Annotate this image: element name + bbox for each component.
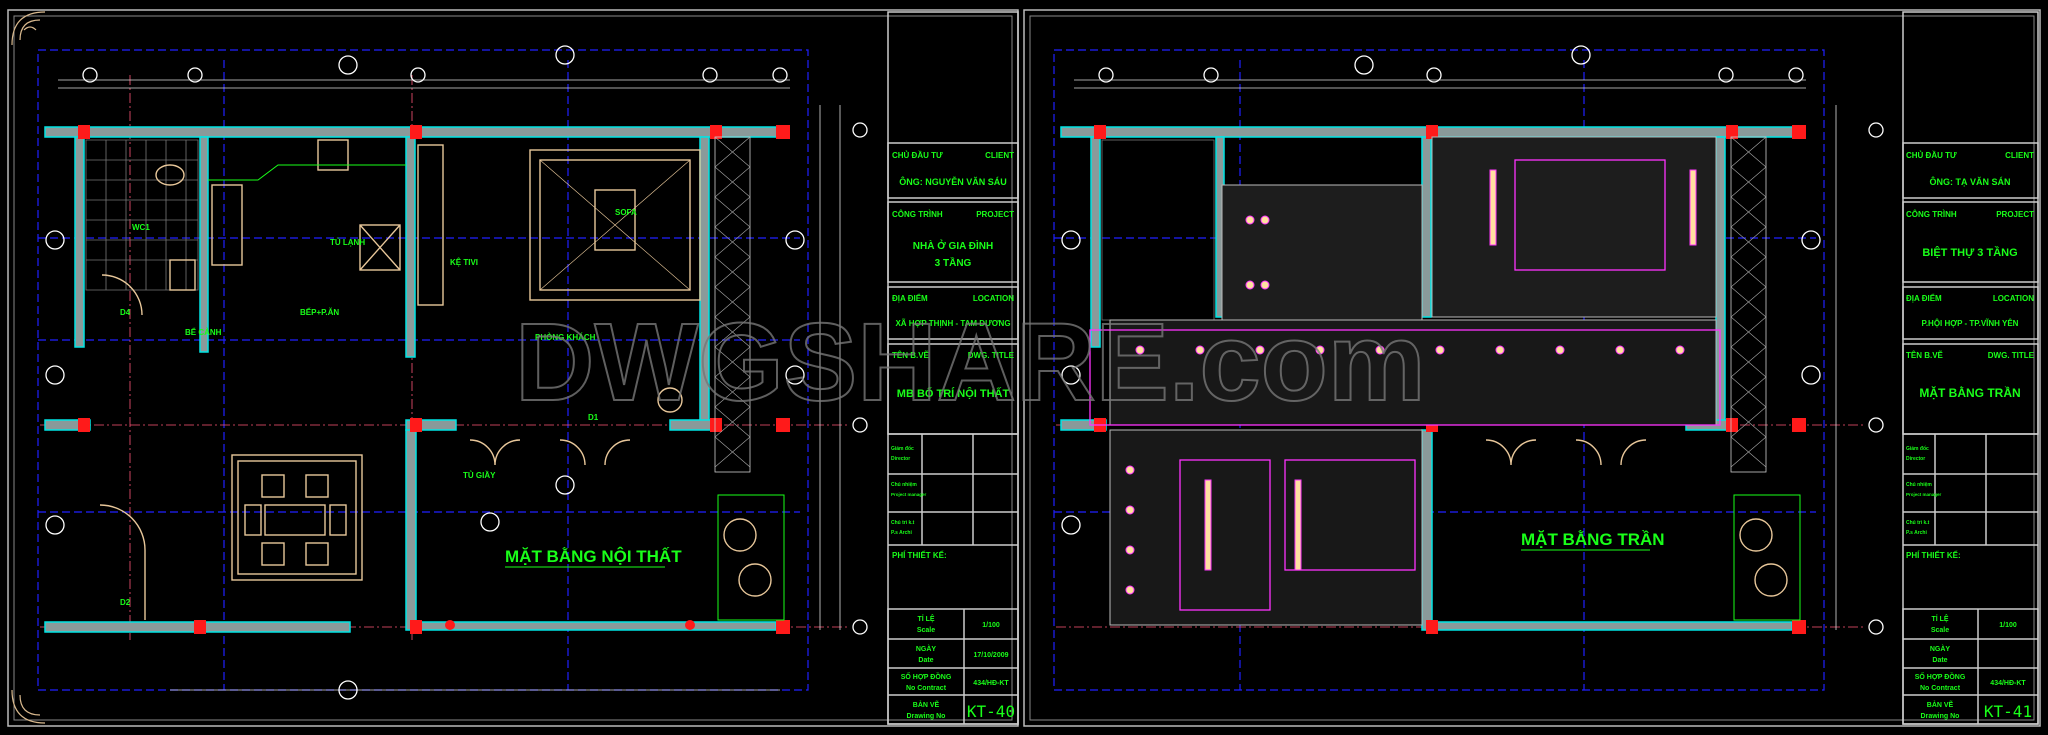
room-labels: WC1 BẾP+P.ĂN PHÒNG KHÁCH SOFA TỦ LẠNH KỆ… xyxy=(120,208,682,607)
svg-text:CÔNG TRÌNH: CÔNG TRÌNH xyxy=(1906,210,1957,219)
columns xyxy=(78,125,790,634)
axis-bubbles xyxy=(45,45,868,700)
svg-text:ĐỊA ĐIỂM: ĐỊA ĐIỂM xyxy=(1906,294,1942,303)
svg-text:CLIENT: CLIENT xyxy=(985,151,1014,160)
svg-text:SỐ HỢP ĐỒNG: SỐ HỢP ĐỒNG xyxy=(901,671,952,681)
project-name: BIỆT THỰ 3 TẦNG xyxy=(1922,246,2017,259)
svg-text:ĐỊA ĐIỂM: ĐỊA ĐIỂM xyxy=(892,294,928,303)
furniture xyxy=(85,136,785,630)
ceiling-plan: MẶT BẰNG TRẦN xyxy=(1089,136,1801,626)
svg-text:Drawing No: Drawing No xyxy=(1921,713,1960,720)
svg-text:PHÍ THIẾT KẾ:: PHÍ THIẾT KẾ: xyxy=(892,550,947,560)
sheet-kt-41: MẶT BẰNG TRẦN CHỦ ĐẦU TƯ CLIENT ÔNG: TẠ … xyxy=(1023,9,2041,727)
svg-text:Scale: Scale xyxy=(1931,627,1949,634)
door-label: D1 xyxy=(588,413,599,422)
title-block-text-2: CHỦ ĐẦU TƯ CLIENT ÔNG: TẠ VĂN SÁN CÔNG T… xyxy=(1906,150,2035,721)
svg-text:CHỦ ĐẦU TƯ: CHỦ ĐẦU TƯ xyxy=(1906,150,1957,160)
svg-text:Giám đốc: Giám đốc xyxy=(891,445,914,452)
axis-bubbles xyxy=(1061,45,1884,635)
drawing-number: KT-41 xyxy=(1984,702,2032,721)
svg-text:SỐ HỢP ĐỒNG: SỐ HỢP ĐỒNG xyxy=(1915,671,1966,681)
svg-text:Drawing No: Drawing No xyxy=(907,713,946,720)
room-label: TỦ GIẦY xyxy=(463,470,496,480)
room-label: WC1 xyxy=(132,223,150,232)
svg-text:1/100: 1/100 xyxy=(1999,622,2017,629)
svg-text:BẢN VẼ: BẢN VẼ xyxy=(913,700,940,709)
svg-text:Chủ trì k.t: Chủ trì k.t xyxy=(891,520,915,526)
door-label: D2 xyxy=(120,598,131,607)
svg-text:TỈ LỆ: TỈ LỆ xyxy=(1931,614,1948,623)
svg-text:1/100: 1/100 xyxy=(982,622,1000,629)
svg-text:Date: Date xyxy=(1932,657,1947,664)
svg-text:Director: Director xyxy=(1906,456,1925,462)
drawing-number: KT-40 xyxy=(967,702,1015,721)
svg-text:NGÀY: NGÀY xyxy=(916,644,937,653)
svg-text:LOCATION: LOCATION xyxy=(973,294,1014,303)
sheet-inner-border xyxy=(1029,15,2035,721)
drawing-title: MB BỐ TRÍ NỘI THẤT xyxy=(897,386,1010,400)
client-name: ÔNG: NGUYỄN VĂN SÁU xyxy=(899,176,1007,187)
svg-text:P.s Archi: P.s Archi xyxy=(891,530,912,536)
title-block-text-1: CHỦ ĐẦU TƯ CLIENT ÔNG: NGUYỄN VĂN SÁU CÔ… xyxy=(891,150,1015,721)
drawing-title: MẶT BẰNG TRẦN xyxy=(1919,385,2020,400)
room-label: BỂ CẢNH xyxy=(185,328,222,337)
project-name: NHÀ Ở GIA ĐÌNH xyxy=(913,239,993,252)
plan-title: MẶT BẰNG NỘI THẤT xyxy=(505,547,682,566)
svg-text:BẢN VẼ: BẢN VẼ xyxy=(1927,700,1954,709)
svg-text:434/HĐ-KT: 434/HĐ-KT xyxy=(1990,680,2026,687)
svg-text:Chủ trì k.t: Chủ trì k.t xyxy=(1906,520,1930,526)
dimension-lines xyxy=(1074,79,1837,630)
svg-text:P.s Archi: P.s Archi xyxy=(1906,530,1927,536)
location: P.HỘI HỢP - TP.VĨNH YÊN xyxy=(1922,319,2019,328)
room-label: SOFA xyxy=(615,208,637,217)
title-block-kt-41 xyxy=(1902,11,2039,725)
walls xyxy=(44,126,786,633)
svg-text:LOCATION: LOCATION xyxy=(1993,294,2034,303)
svg-text:Date: Date xyxy=(918,657,933,664)
sheet-kt-40: WC1 BẾP+P.ĂN PHÒNG KHÁCH SOFA TỦ LẠNH KỆ… xyxy=(7,9,1019,727)
location: XÃ HỢP THỊNH - TAM DƯƠNG xyxy=(895,319,1010,328)
room-label: KỆ TIVI xyxy=(450,258,478,267)
svg-text:TỈ LỆ: TỈ LỆ xyxy=(917,614,934,623)
svg-text:CHỦ ĐẦU TƯ: CHỦ ĐẦU TƯ xyxy=(892,150,943,160)
svg-text:DWG. TITLE: DWG. TITLE xyxy=(968,351,1015,360)
svg-text:PHÍ THIẾT KẾ:: PHÍ THIẾT KẾ: xyxy=(1906,550,1961,560)
sheet-border xyxy=(1023,9,2041,727)
svg-text:PROJECT: PROJECT xyxy=(1996,210,2034,219)
svg-text:3 TẦNG: 3 TẦNG xyxy=(935,256,972,269)
client-name: ÔNG: TẠ VĂN SÁN xyxy=(1930,176,2011,187)
room-label: BẾP+P.ĂN xyxy=(300,307,339,317)
svg-text:Project manager: Project manager xyxy=(891,492,927,497)
watermark: DWGSHARE.com xyxy=(515,301,1426,424)
svg-text:Giám đốc: Giám đốc xyxy=(1906,445,1929,452)
svg-text:NGÀY: NGÀY xyxy=(1930,644,1951,653)
svg-text:434/HĐ-KT: 434/HĐ-KT xyxy=(973,680,1009,687)
svg-text:Chủ nhiệm: Chủ nhiệm xyxy=(891,482,917,488)
title-block-kt-40 xyxy=(887,11,1019,725)
svg-text:Director: Director xyxy=(891,456,910,462)
room-label: TỦ LẠNH xyxy=(330,238,365,247)
svg-text:Project manager: Project manager xyxy=(1906,492,1942,497)
room-label: PHÒNG KHÁCH xyxy=(535,333,596,342)
sheet-inner-border xyxy=(13,15,1013,721)
svg-text:CLIENT: CLIENT xyxy=(2005,151,2034,160)
plan-title: MẶT BẰNG TRẦN xyxy=(1521,530,1665,549)
svg-text:PROJECT: PROJECT xyxy=(976,210,1014,219)
svg-text:TÊN B.VẼ: TÊN B.VẼ xyxy=(892,351,930,360)
svg-text:Scale: Scale xyxy=(917,627,935,634)
dimension-lines xyxy=(58,79,841,691)
door-label: D4 xyxy=(120,308,131,317)
svg-text:No Contract: No Contract xyxy=(1920,685,1961,692)
svg-text:No Contract: No Contract xyxy=(906,685,947,692)
svg-text:TÊN B.VẼ: TÊN B.VẼ xyxy=(1906,351,1944,360)
svg-text:DWG. TITLE: DWG. TITLE xyxy=(1988,351,2035,360)
corner-ornaments xyxy=(11,11,46,724)
svg-text:17/10/2009: 17/10/2009 xyxy=(973,652,1008,659)
svg-text:CÔNG TRÌNH: CÔNG TRÌNH xyxy=(892,210,943,219)
svg-text:Chủ nhiệm: Chủ nhiệm xyxy=(1906,482,1932,488)
